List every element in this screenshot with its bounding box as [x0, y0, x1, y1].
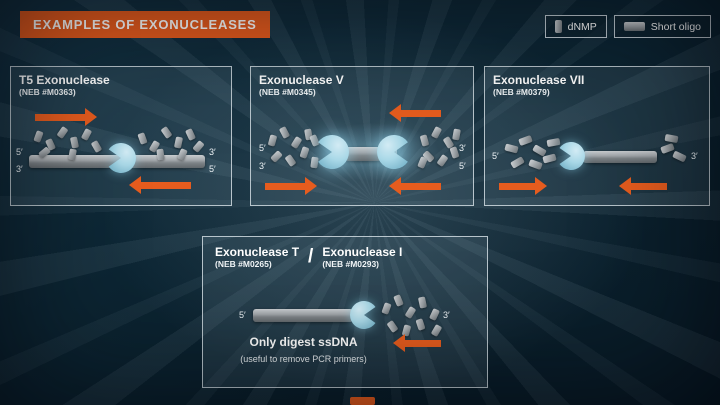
dnmp-fragment	[404, 305, 417, 320]
panel-title: Exonuclease V	[259, 73, 344, 87]
dnmp-fragment	[290, 135, 303, 150]
panel-catalog-number: (NEB #M0379)	[493, 87, 550, 98]
panel-exonuclease-vii: Exonuclease VII (NEB #M0379) 5′ 3′	[484, 66, 710, 206]
strand-end-label: 3′	[691, 151, 698, 161]
direction-arrow-left	[401, 110, 441, 117]
direction-arrow-right	[499, 177, 547, 195]
dnmp-fragment	[415, 318, 426, 331]
strand-end-label: 5′	[459, 161, 466, 171]
dnmp-fragment	[137, 132, 148, 145]
legend-item-dnmp: dNMP	[544, 15, 607, 38]
strand-end-label: 5′	[259, 143, 266, 153]
short-oligo-fragment	[672, 150, 687, 163]
exonuclease-t-block: Exonuclease T (NEB #M0265)	[215, 245, 299, 269]
exonuclease-enzyme-icon	[350, 301, 376, 329]
dnmp-fragment	[56, 125, 69, 140]
panel-title: Exonuclease T	[215, 245, 300, 259]
dnmp-fragment	[173, 136, 184, 149]
dnmp-fragment	[45, 138, 56, 151]
dnmp-fragment	[267, 134, 278, 147]
legend-item-short-oligo: Short oligo	[613, 15, 711, 38]
dnmp-fragment	[160, 125, 173, 140]
panel-title: Exonuclease I	[322, 245, 403, 259]
panel-header: T5 Exonuclease (NEB #M0363)	[19, 73, 110, 97]
panel-header: Exonuclease VII (NEB #M0379)	[493, 73, 584, 97]
note-only-digest-ssdna: Only digest ssDNA	[249, 335, 358, 349]
panel-title: Exonuclease VII	[493, 73, 585, 87]
panel-exonuclease-v: Exonuclease V (NEB #M0345) 5′ 3′ 3′ 5′	[250, 66, 474, 206]
dnmp-fragment	[393, 294, 404, 307]
short-oligo-fragment	[518, 134, 533, 147]
short-oligo-fragment	[528, 158, 543, 171]
dnmp-fragment	[69, 136, 80, 149]
dnmp-fragment	[442, 135, 455, 150]
dnmp-fragment	[452, 128, 461, 141]
dnmp-icon	[554, 20, 562, 33]
strand-end-label: 3′	[209, 147, 216, 157]
direction-arrow-left	[405, 340, 441, 347]
short-oligo-fragment	[664, 133, 679, 144]
short-oligo-fragment	[542, 153, 557, 164]
dnmp-fragment	[278, 126, 291, 139]
panel-catalog-number: (NEB #M0345)	[259, 87, 316, 98]
strand-end-label: 3′	[459, 143, 466, 153]
dna-strand-bar	[253, 309, 353, 322]
direction-arrow-left	[401, 183, 441, 190]
short-oligo-fragment	[510, 156, 525, 169]
exonuclease-enzyme-icon	[377, 135, 408, 169]
direction-arrow-left	[631, 183, 667, 190]
note-pcr-primers: (useful to remove PCR primers)	[240, 354, 367, 364]
neb-logo-mark	[350, 397, 375, 405]
separator-slash: /	[308, 246, 314, 267]
short-oligo-fragment	[532, 144, 547, 157]
direction-arrow-left	[141, 182, 191, 189]
page-title: EXAMPLES OF EXONUCLEASES	[20, 11, 270, 38]
strand-end-label: 5′	[16, 147, 23, 157]
dnmp-fragment	[185, 128, 196, 141]
strand-end-label: 3′	[16, 164, 23, 174]
strand-end-label: 3′	[259, 161, 266, 171]
dnmp-fragment	[381, 302, 392, 315]
exonuclease-enzyme-icon	[318, 135, 349, 169]
legend-label-short-oligo: Short oligo	[650, 20, 701, 33]
exonuclease-i-block: Exonuclease I (NEB #M0293)	[322, 245, 402, 269]
legend-label-dnmp: dNMP	[567, 20, 597, 33]
dna-strand-bar	[583, 151, 657, 163]
dnmp-fragment	[429, 308, 440, 321]
panel-catalog-number: (NEB #M0363)	[19, 87, 76, 98]
panel-catalog-number: (NEB #M0265)	[215, 259, 272, 269]
dnmp-fragment	[192, 140, 205, 153]
legend: dNMP Short oligo	[544, 15, 711, 38]
panel-title: T5 Exonuclease	[19, 73, 110, 87]
exonuclease-enzyme-icon	[108, 143, 136, 173]
dnmp-fragment	[148, 139, 161, 154]
direction-arrow-right	[265, 177, 317, 195]
dnmp-fragment	[284, 153, 297, 168]
strand-end-label: 5′	[492, 151, 499, 161]
dnmp-fragment	[386, 319, 399, 334]
short-oligo-icon	[623, 22, 645, 31]
exonuclease-enzyme-icon	[559, 142, 585, 170]
panel-catalog-number: (NEB #M0293)	[322, 259, 380, 269]
dnmp-fragment	[80, 128, 93, 141]
panel-exonuclease-t-i: Exonuclease T (NEB #M0265) / Exonuclease…	[202, 236, 488, 388]
dnmp-fragment	[33, 130, 44, 143]
panel-header: Exonuclease V (NEB #M0345)	[259, 73, 344, 97]
panel-t5-exonuclease: T5 Exonuclease (NEB #M0363) 5′ 3′ 3′ 5′	[10, 66, 232, 206]
dnmp-fragment	[270, 150, 283, 163]
short-oligo-fragment	[660, 142, 675, 155]
dnmp-fragment	[430, 323, 443, 338]
panel-header: Exonuclease T (NEB #M0265) / Exonuclease…	[215, 245, 402, 269]
dnmp-fragment	[90, 139, 103, 154]
dnmp-fragment	[417, 296, 428, 309]
strand-end-label: 3′	[443, 310, 450, 320]
strand-end-label: 5′	[239, 310, 246, 320]
strand-end-label: 5′	[209, 164, 216, 174]
direction-arrow-right	[35, 108, 97, 126]
short-oligo-fragment	[504, 143, 519, 154]
